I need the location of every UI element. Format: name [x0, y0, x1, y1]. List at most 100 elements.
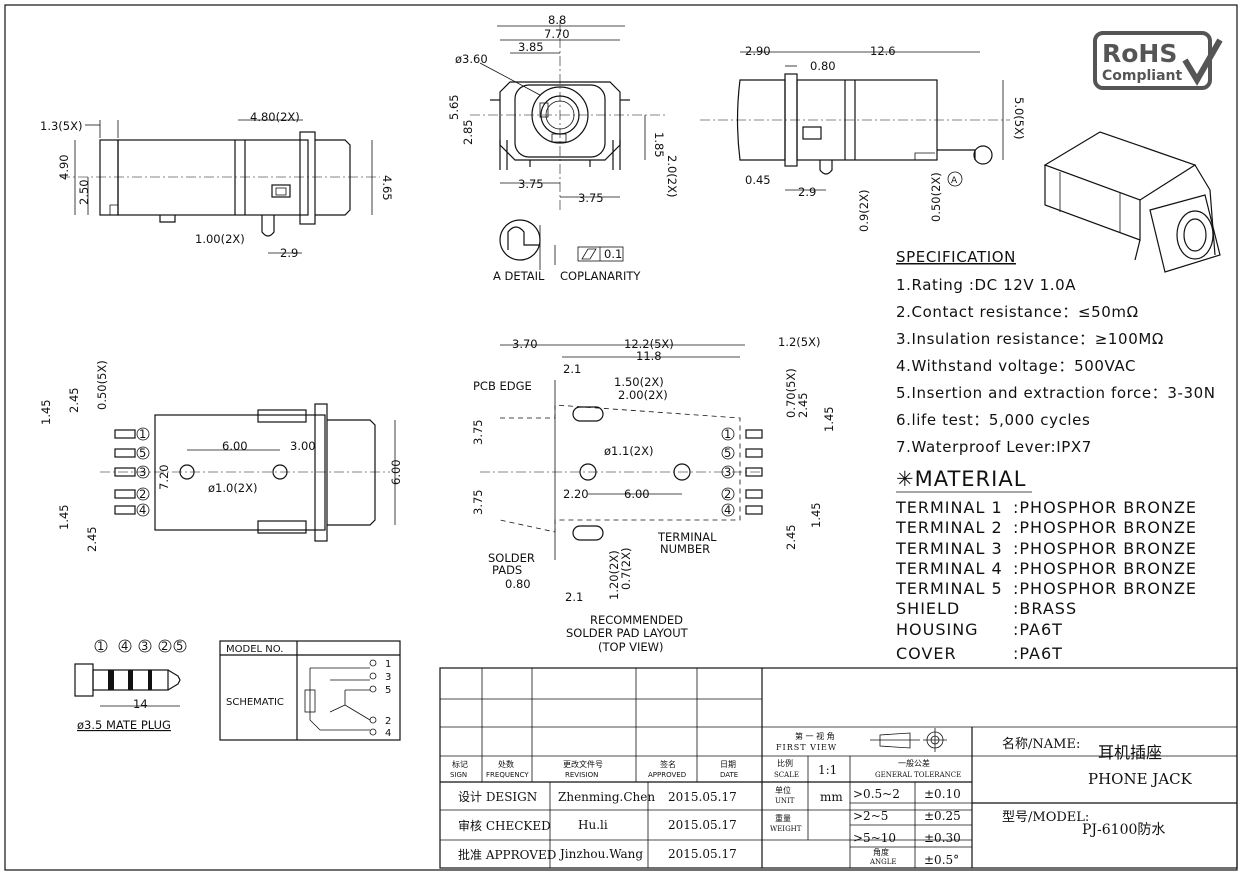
title-block: 标记 SIGN 处数 FREQUENCY 更改文件号 REVISION 签名 A…	[439, 667, 1238, 869]
dim-0-50-2x: 0.50(2X)	[929, 172, 943, 222]
bottom-dim-2-45-top: 2.45	[67, 387, 81, 413]
bottom-dim-3-00: 3.00	[290, 439, 316, 453]
bottom-terminal-2: 2	[139, 487, 146, 501]
pcb-edge-label: PCB EDGE	[473, 379, 532, 393]
dim-0-45: 0.45	[745, 173, 771, 187]
spec-item-1: 1.Rating :DC 12V 1.0A	[896, 276, 1076, 294]
material-value-3: :PHOSPHOR BRONZE	[1013, 539, 1197, 558]
approved-date: 2015.05.17	[668, 847, 737, 861]
dim-1-00-2x: 1.00(2X)	[195, 232, 245, 246]
dim-0-80-side: 0.80	[810, 59, 836, 73]
scale-cn: 比例	[777, 758, 793, 768]
hdr-date-en: DATE	[720, 771, 738, 779]
weight-en: WEIGHT	[770, 825, 802, 833]
dim-4-65: 4.65	[380, 175, 394, 201]
tol-range-1: >0.5~2	[853, 787, 900, 801]
pad-terminals: 1 5 3 2 4	[721, 427, 763, 517]
material-part-8: COVER	[896, 644, 957, 663]
dim-7-70: 7.70	[544, 27, 570, 41]
material-part-1: TERMINAL 1	[895, 498, 1003, 517]
dim-2-85: 2.85	[461, 119, 475, 145]
bottom-terminal-3: 3	[139, 465, 146, 479]
pad-dim-12-2-5x: 12.2(5X)	[624, 337, 674, 351]
checked-date: 2015.05.17	[668, 818, 737, 832]
spec-title: SPECIFICATION	[896, 248, 1016, 266]
front-view: 8.8 7.70 3.85 ø3.60 5.65 2.85 1.85 2.0(2…	[447, 13, 679, 210]
mate-plug-caption: ø3.5 MATE PLUG	[77, 718, 171, 732]
hdr-appr-cn: 签名	[660, 759, 676, 769]
material-part-3: TERMINAL 3	[895, 539, 1003, 558]
dim-4-90: 4.90	[57, 154, 71, 180]
pad-dim-1-20-2x: 1.20(2X)	[607, 550, 621, 600]
pad-dim-0-7-2x: 0.7(2X)	[619, 548, 633, 590]
pad-dim-1-2-5x: 1.2(5X)	[778, 335, 820, 349]
model-label: 型号/MODEL:	[1002, 810, 1089, 825]
right-side-view: 2.90 12.6 0.80 5.0(5X) 0.45 2.9 0.9(2X) …	[700, 44, 1026, 232]
model-no-label: MODEL NO.	[226, 644, 283, 655]
material-value-7: :PA6T	[1013, 620, 1063, 639]
pad-dim-2-1-top: 2.1	[563, 362, 581, 376]
hdr-freq-en: FREQUENCY	[486, 771, 529, 779]
pad-dim-1-50-2x: 1.50(2X)	[614, 375, 664, 389]
dim-1-3-5x: 1.3(5X)	[40, 119, 82, 133]
tol-value-2: ±0.25	[924, 809, 961, 823]
material-value-1: :PHOSPHOR BRONZE	[1013, 498, 1197, 517]
dim-3-85: 3.85	[518, 40, 544, 54]
material-value-2: :PHOSPHOR BRONZE	[1013, 518, 1197, 537]
dim-2-9-side: 2.9	[798, 185, 816, 199]
dim-2-9-left: 2.9	[280, 246, 298, 260]
model-value: PJ-6100防水	[1082, 822, 1165, 838]
unit-cn: 单位	[775, 785, 791, 795]
hdr-appr-en: APPROVED	[648, 771, 686, 779]
bottom-dim-7-20: 7.20	[157, 464, 171, 490]
hdr-freq-cn: 处数	[498, 759, 514, 769]
tol-range-2: >2~5	[853, 809, 888, 823]
bottom-view: 1 5 3 2 4 1.45 2.45 0.50(5X) 6.00 3.00 ø…	[39, 360, 403, 552]
dim-2-50: 2.50	[77, 179, 91, 205]
spec-item-7: 7.Waterproof Lever:IPX7	[896, 438, 1092, 456]
material-part-7: HOUSING	[896, 620, 979, 639]
spec-item-4: 4.Withstand voltage：500VAC	[896, 357, 1136, 375]
dim-2-90: 2.90	[745, 44, 771, 58]
isometric-view	[1043, 131, 1221, 273]
bottom-dim-6-00-holes: 6.00	[222, 439, 248, 453]
bottom-dim-6-00-width: 6.00	[389, 459, 403, 485]
scale-en: SCALE	[774, 771, 799, 779]
scale-value: 1:1	[818, 763, 837, 777]
bottom-dim-2-45-bottom: 2.45	[85, 526, 99, 552]
schematic-pin-1: 1	[385, 659, 391, 670]
a-detail-label: A DETAIL	[493, 269, 545, 283]
bottom-dim-1-45-bottom: 1.45	[57, 504, 71, 530]
spec-item-6: 6.life test：5,000 cycles	[896, 411, 1090, 429]
bottom-dim-1-45-top: 1.45	[39, 399, 53, 425]
plug-number-3: 3	[141, 639, 148, 653]
dim-4-80-2x: 4.80(2X)	[250, 110, 300, 124]
pad-terminal-3: 3	[724, 465, 731, 479]
terminal-number-label-1: TERMINAL	[657, 530, 717, 544]
schematic-box: MODEL NO. SCHEMATIC 1 3 5 2 4	[219, 640, 401, 741]
solder-pads-label-1: SOLDER	[488, 551, 535, 565]
approved-label: 批准 APPROVED	[458, 847, 556, 862]
solder-pads-label-2: PADS	[492, 563, 522, 577]
weight-cn: 重量	[775, 813, 791, 823]
dim-5-65: 5.65	[447, 94, 461, 120]
pad-terminal-2: 2	[724, 487, 731, 501]
name-label: 名称/NAME:	[1002, 736, 1080, 752]
pad-dim-2-00-2x: 2.00(2X)	[618, 388, 668, 402]
material-block: ✳MATERIAL TERMINAL 1 :PHOSPHOR BRONZE TE…	[895, 467, 1197, 663]
pad-terminal-4: 4	[724, 503, 731, 517]
schematic-pin-4: 4	[385, 728, 391, 739]
design-name: Zhenming.Chen	[558, 790, 655, 804]
pad-dim-3-75-bottom: 3.75	[471, 489, 485, 515]
plug-number-5: 5	[176, 639, 183, 653]
pad-layout-view: 1 5 3 2 4 3.70 12.2(5X) 11.8 1.2(5X) 2.1…	[471, 335, 836, 654]
checked-name: Hu.li	[578, 818, 608, 832]
hdr-date-cn: 日期	[720, 760, 736, 769]
design-date: 2015.05.17	[668, 790, 737, 804]
hdr-mark-cn: 标记	[452, 759, 468, 769]
spec-item-2: 2.Contact resistance：≤50mΩ	[896, 303, 1139, 321]
a-detail: A DETAIL 0.1 COPLANARITY	[493, 219, 641, 283]
coplanarity-label: COPLANARITY	[560, 269, 641, 283]
gen-tol-en: GENERAL TOLERANCE	[875, 771, 961, 779]
